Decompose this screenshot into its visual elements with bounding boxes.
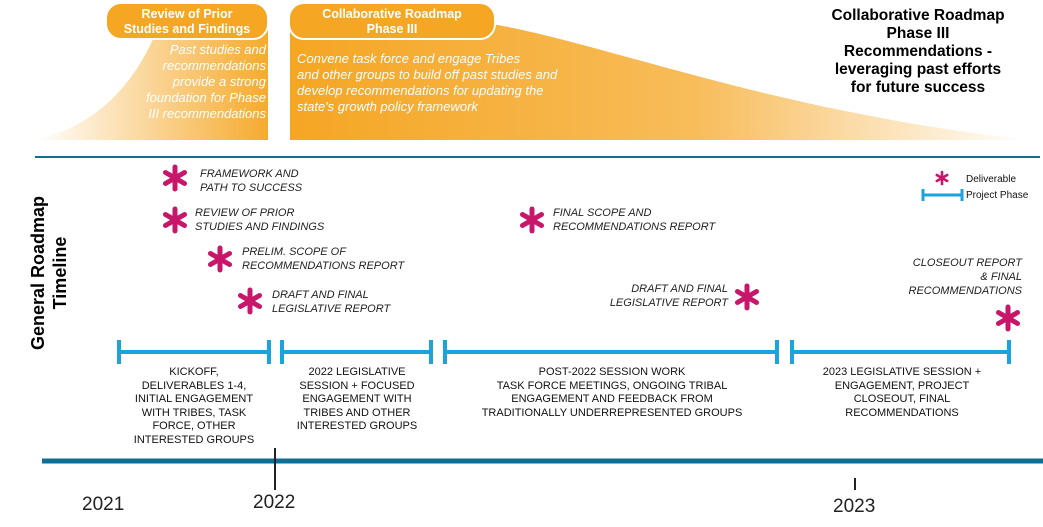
phase-bar-2 (280, 340, 433, 364)
deliverable-line: PATH TO SUCCESS (200, 182, 303, 194)
phase-line: WITH TRIBES, TASK (141, 406, 247, 419)
deliverable-line: DRAFT AND FINAL (272, 289, 369, 301)
phase-line: DELIVERABLES 1-4, (141, 379, 247, 392)
deliverable-star-icon (237, 287, 263, 315)
deliverable-legislative-2022: DRAFT AND FINAL LEGISLATIVE REPORT (272, 288, 390, 316)
phase-4-description: 2023 LEGISLATIVE SESSION + ENGAGEMENT, P… (795, 366, 1009, 420)
phase-line: CLOSEOUT, FINAL (853, 393, 951, 405)
deliverable-line: RECOMMENDATIONS REPORT (553, 221, 716, 233)
main-title-line: Recommendations - (843, 43, 993, 60)
phase-bars (117, 340, 1011, 364)
deliverable-star-icon (734, 283, 760, 311)
phase3-wedge (290, 22, 1030, 140)
phase-line: FORCE, OTHER (152, 420, 236, 432)
deliverable-framework: FRAMEWORK AND PATH TO SUCCESS (200, 167, 302, 195)
year-2023: 2023 (833, 496, 876, 517)
timeline-graphics (42, 340, 1043, 490)
deliverable-line: DRAFT AND FINAL (631, 283, 728, 295)
review-phase-pill: Review of Prior Studies and Findings (105, 2, 269, 40)
legend-deliverable-label: Deliverable (966, 174, 1017, 185)
phase-line: ENGAGEMENT, PROJECT (834, 379, 970, 392)
phase3-desc-line: state's growth policy framework (297, 99, 478, 114)
deliverable-line: CLOSEOUT REPORT (912, 257, 1022, 269)
deliverable-markers (162, 164, 1021, 332)
phase-bar-1 (117, 340, 271, 364)
phase-3-description: POST-2022 SESSION WORK TASK FORCE MEETIN… (445, 366, 779, 420)
review-desc-line: III recommendations (148, 106, 266, 121)
deliverable-line: REVIEW OF PRIOR (195, 207, 295, 219)
phase3-pill: Collaborative Roadmap Phase III (288, 2, 496, 40)
deliverable-line: LEGISLATIVE REPORT (609, 297, 728, 309)
deliverable-line: RECOMMENDATIONS REPORT (242, 260, 405, 272)
review-desc-line: recommendations (162, 58, 266, 73)
review-desc-line: provide a strong (172, 74, 266, 89)
deliverable-star-icon (162, 164, 188, 192)
phase-line: POST-2022 SESSION WORK (538, 366, 686, 378)
phase-2-description: 2022 LEGISLATIVE SESSION + FOCUSED ENGAG… (282, 366, 432, 434)
phase3-desc-line: and other groups to build off past studi… (297, 67, 558, 82)
main-title-line: for future success (850, 79, 986, 96)
phase3-desc-line: Convene task force and engage Tribes (297, 51, 521, 66)
deliverable-line: PRELIM. SCOPE OF (242, 246, 346, 258)
review-desc-line: foundation for Phase (146, 90, 266, 105)
phase-line: SESSION + FOCUSED (299, 379, 415, 392)
legend-symbols (921, 170, 964, 201)
deliverable-line: & FINAL (980, 271, 1022, 283)
deliverable-closeout: CLOSEOUT REPORT & FINAL RECOMMENDATIONS (880, 256, 1022, 298)
deliverable-final-scope: FINAL SCOPE AND RECOMMENDATIONS REPORT (553, 206, 715, 234)
phase-line: ENGAGEMENT WITH (302, 393, 412, 405)
main-title: Collaborative Roadmap Phase III Recommen… (808, 7, 1028, 97)
legend-phase-bar-icon (921, 189, 964, 201)
phase-line: ENGAGEMENT AND FEEDBACK FROM (511, 393, 713, 405)
phase-line: TRIBES AND OTHER (303, 406, 411, 419)
deliverable-star-icon (162, 206, 188, 234)
phase-line: TASK FORCE MEETINGS, ONGOING TRIBAL (496, 379, 728, 392)
main-title-line: Collaborative Roadmap (831, 7, 1005, 24)
legend-star-icon (935, 170, 949, 186)
year-2021: 2021 (82, 494, 125, 515)
phase-line: INITIAL ENGAGEMENT (134, 393, 254, 405)
review-wedge (35, 22, 268, 140)
deliverable-line: STUDIES AND FINDINGS (195, 221, 325, 233)
phase-bar-4 (790, 340, 1011, 364)
phase-line: 2022 LEGISLATIVE (308, 366, 406, 378)
phase-line: TRADITIONALLY UNDERREPRESENTED GROUPS (481, 406, 743, 419)
phase-1-description: KICKOFF, DELIVERABLES 1-4, INITIAL ENGAG… (112, 366, 276, 447)
deliverable-line: FRAMEWORK AND (200, 168, 299, 180)
review-description: Past studies and recommendations provide… (140, 42, 266, 122)
phase-line: 2023 LEGISLATIVE SESSION + (822, 366, 982, 378)
deliverable-star-icon (519, 206, 545, 234)
phase-line: INTERESTED GROUPS (133, 433, 255, 446)
legend-labels: Deliverable Project Phase (966, 172, 1028, 204)
legend-phase-label: Project Phase (966, 190, 1029, 201)
phase3-pill-line1: Collaborative Roadmap (322, 7, 462, 21)
review-desc-line: Past studies and (169, 42, 266, 57)
deliverable-review: REVIEW OF PRIOR STUDIES AND FINDINGS (195, 206, 324, 234)
deliverable-line: LEGISLATIVE REPORT (272, 303, 391, 315)
main-title-line: leveraging past efforts (834, 61, 1002, 78)
phase3-pill-line2: Phase III (366, 22, 418, 36)
phase3-description: Convene task force and engage Tribes and… (297, 51, 617, 115)
review-pill-line1: Review of Prior (141, 7, 233, 21)
deliverable-legislative-2023: DRAFT AND FINAL LEGISLATIVE REPORT (560, 282, 728, 310)
deliverable-star-icon (207, 245, 233, 273)
deliverable-prelim-scope: PRELIM. SCOPE OF RECOMMENDATIONS REPORT (242, 245, 404, 273)
deliverable-star-icon (995, 304, 1021, 332)
deliverable-line: FINAL SCOPE AND (553, 207, 652, 219)
review-pill-line2: Studies and Findings (123, 22, 251, 36)
header-background (35, 22, 1040, 158)
phase-line: KICKOFF, (169, 366, 219, 378)
phase3-desc-line: develop recommendations for updating the (297, 83, 544, 98)
phase-bar-3 (443, 340, 779, 364)
phase-line: INTERESTED GROUPS (296, 420, 418, 432)
deliverable-line: RECOMMENDATIONS (908, 285, 1022, 297)
main-title-line: Phase III (886, 25, 950, 42)
phase-line: RECOMMENDATIONS (845, 406, 959, 419)
year-2022: 2022 (253, 492, 296, 513)
